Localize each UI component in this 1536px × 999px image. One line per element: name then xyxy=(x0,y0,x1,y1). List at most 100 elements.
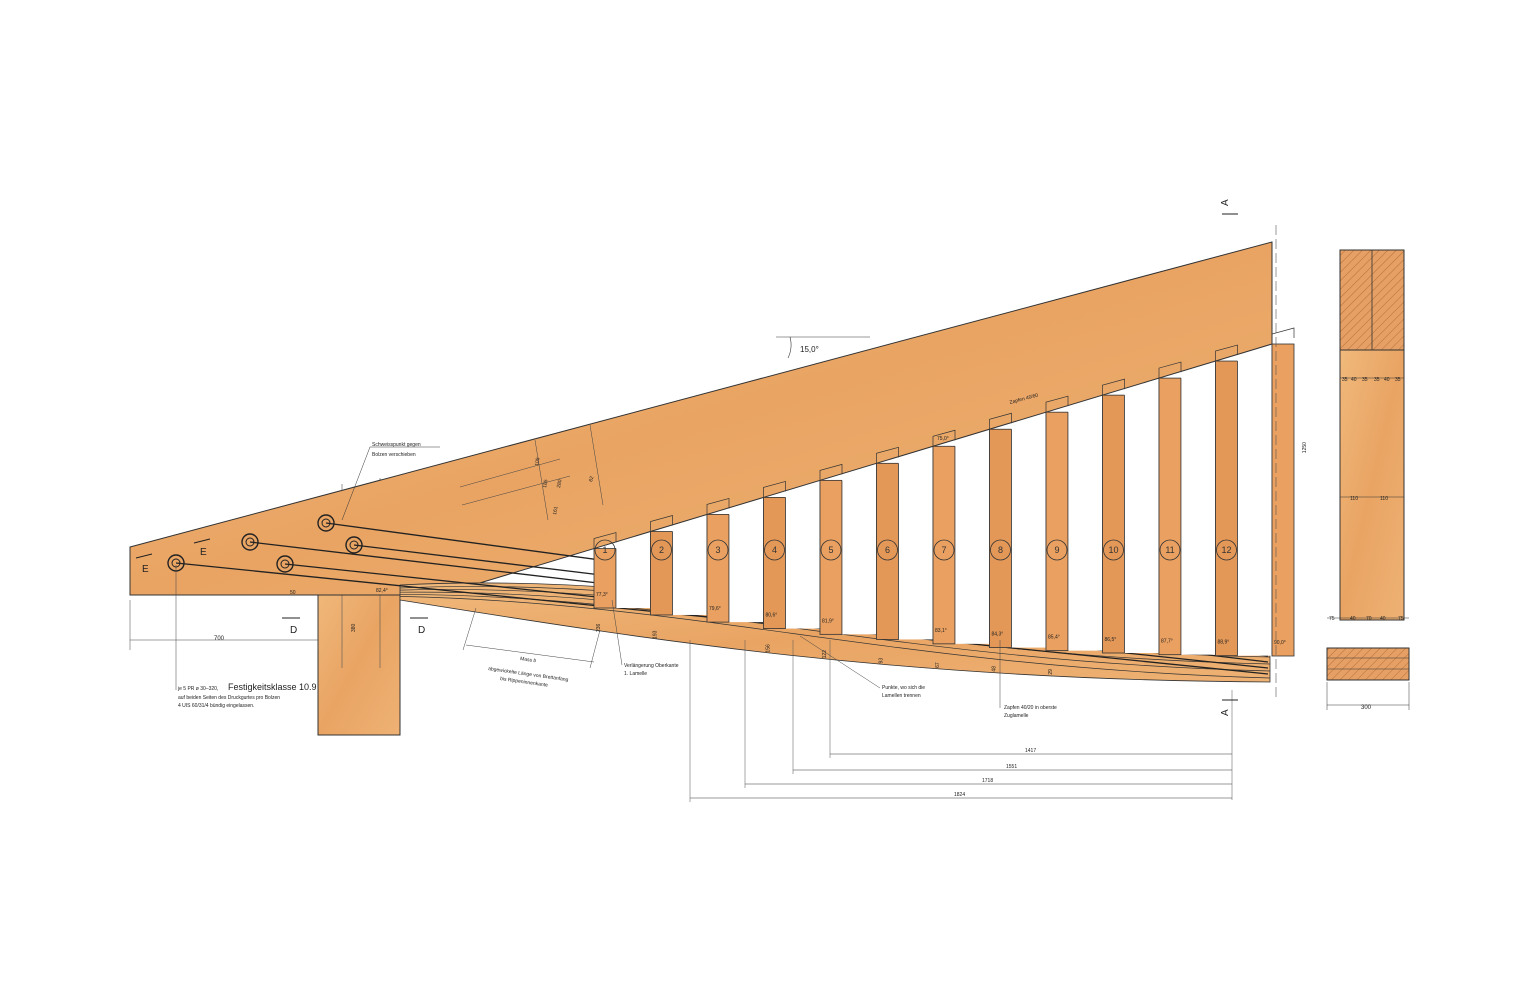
rib-number-circle xyxy=(707,539,729,561)
section-mark-d-right: D xyxy=(418,625,425,636)
section-bottom-dim-2: 40 xyxy=(1350,616,1356,622)
section-top-dim-3: 35 xyxy=(1362,377,1368,383)
rib-angle: 83,1° xyxy=(935,628,947,634)
tenon-bottom-line-1: Zapfen 40/20 in oberste xyxy=(1004,705,1057,711)
rib-number-circle xyxy=(1103,539,1124,561)
bolt-icon xyxy=(241,533,259,551)
e-mark-2: E xyxy=(200,547,207,558)
lamella-line xyxy=(399,596,1271,679)
cross-section: 35 40 35 35 40 35 110 110 75 40 70 40 75… xyxy=(1326,249,1410,711)
rib-angle: 86,5° xyxy=(1105,637,1117,643)
rib-number-circle xyxy=(820,539,842,561)
rafter-beam xyxy=(129,241,1273,596)
upper-dim-1: 105 xyxy=(534,457,541,466)
section-top-dim-5: 40 xyxy=(1384,377,1390,383)
dim-380: 380 xyxy=(351,623,357,632)
extension-line-2: 1. Lamelle xyxy=(624,671,647,677)
bottom-dim-1551: 1551 xyxy=(1006,764,1017,770)
rib-offset: 122 xyxy=(822,650,828,659)
rib-number: 5 xyxy=(828,545,833,555)
bottom-dimension-lines xyxy=(689,640,1233,802)
rib-offset: 193 xyxy=(653,630,659,639)
rib-offset: 156 xyxy=(766,644,772,653)
rib-angle: 79,6° xyxy=(709,606,721,612)
section-mark-d-left: D xyxy=(290,625,297,636)
bottom-dim-1718: 1718 xyxy=(982,778,993,784)
bottom-dim-1417: 1417 xyxy=(1025,748,1036,754)
dim-700: 700 xyxy=(214,636,225,642)
rib-number: 3 xyxy=(715,545,720,555)
note-line-2: auf beiden Seiten des Druckgurtes pro Bo… xyxy=(178,695,280,701)
rib-number-circle xyxy=(990,539,1011,561)
section-top-dim-4: 35 xyxy=(1374,377,1380,383)
dim-62: 62 xyxy=(588,475,595,482)
rib-number-circle xyxy=(933,539,955,561)
section-bottom-dim-5: 75 xyxy=(1398,616,1404,622)
mass-b-line-1: Mass b xyxy=(520,656,537,664)
section-top-dim-1: 35 xyxy=(1342,377,1348,383)
rib: 1194487,7° xyxy=(1158,361,1195,656)
rib: 12100988,9° xyxy=(1215,344,1252,657)
strength-class-title: Festigkeitsklasse 10.9 xyxy=(228,682,317,692)
rib-number: 11 xyxy=(1165,545,1174,555)
rib-number: 4 xyxy=(772,545,777,555)
rib-angle: 80,6° xyxy=(766,613,778,619)
note-line-3: 4 UIS 60/31/4 bündig eingelassen. xyxy=(178,703,254,709)
bolt-icon xyxy=(345,536,363,554)
points-line-1: Punkte, wo sich die xyxy=(882,685,925,691)
rib-angle: 85,4° xyxy=(1048,635,1060,641)
rib-number-circle xyxy=(651,539,672,561)
rib-number: 1 xyxy=(602,545,607,555)
rib-number: 12 xyxy=(1221,545,1231,555)
rib-angle: 81,9° xyxy=(822,618,834,624)
e-mark-1: E xyxy=(142,564,149,575)
tenon-bottom-line-2: Zuglamelle xyxy=(1004,713,1029,719)
support-post xyxy=(317,584,401,736)
rib-number-circle xyxy=(594,539,616,561)
section-bottom-dim-4: 40 xyxy=(1380,616,1386,622)
section-web xyxy=(1339,349,1405,621)
section-width-dim: 300 xyxy=(1361,705,1372,711)
rib-number: 8 xyxy=(998,545,1003,555)
rib-number: 7 xyxy=(941,545,946,555)
rib-height: 1250 xyxy=(1302,442,1308,453)
upper-dim-4: 161 xyxy=(552,506,559,515)
rib-angle: 77,3° xyxy=(596,592,608,598)
rib-number-circle xyxy=(764,539,785,561)
rib-number: 9 xyxy=(1054,545,1059,555)
bolt-icon xyxy=(317,514,335,532)
bottom-dim-1824: 1824 xyxy=(954,792,965,798)
section-bottom-dim-3: 70 xyxy=(1366,616,1372,622)
rib-number: 6 xyxy=(885,545,890,555)
rib-offset: 236 xyxy=(596,623,602,632)
section-bottom-dim-1: 75 xyxy=(1329,616,1335,622)
ribs: 177,3°2362236193332479,6°441080,6°156550… xyxy=(593,327,1308,675)
rib-number: 10 xyxy=(1108,545,1118,555)
section-top-dim-6: 35 xyxy=(1395,377,1401,383)
zapfen-angle-label: 75,0° xyxy=(937,436,949,442)
section-hatched-bottom xyxy=(1326,647,1410,681)
upper-dim-2: 185 xyxy=(542,479,549,488)
bolt-note-line-1: Schweisspunkt gegen xyxy=(372,442,421,448)
rib: 1087086,5° xyxy=(1102,378,1139,654)
rib-number-circle xyxy=(1046,539,1068,561)
extension-line-1: Verlängerung Oberkante xyxy=(624,663,679,669)
section-top-dim-2: 40 xyxy=(1351,377,1357,383)
section-mid-dim-1: 110 xyxy=(1350,496,1358,502)
dim-50: 50 xyxy=(290,590,296,596)
rib-offset: 48 xyxy=(992,666,998,672)
pitch-angle-label: 15,0° xyxy=(800,345,819,354)
rib-number-circle xyxy=(877,539,898,561)
rib-angle: 88,9° xyxy=(1218,640,1230,646)
bolt-note-line-2: Bolzen verschieben xyxy=(372,452,416,458)
bolt-icon xyxy=(276,555,294,573)
section-mark-a-top: A xyxy=(1220,199,1231,206)
rib-offset: 29 xyxy=(1048,669,1054,675)
rib-offset: 93 xyxy=(879,658,885,664)
rib-offset: 67 xyxy=(935,662,941,668)
bolts xyxy=(167,514,363,573)
rib-number-circle xyxy=(1159,539,1181,561)
upper-dim-3: 280 xyxy=(556,479,563,488)
